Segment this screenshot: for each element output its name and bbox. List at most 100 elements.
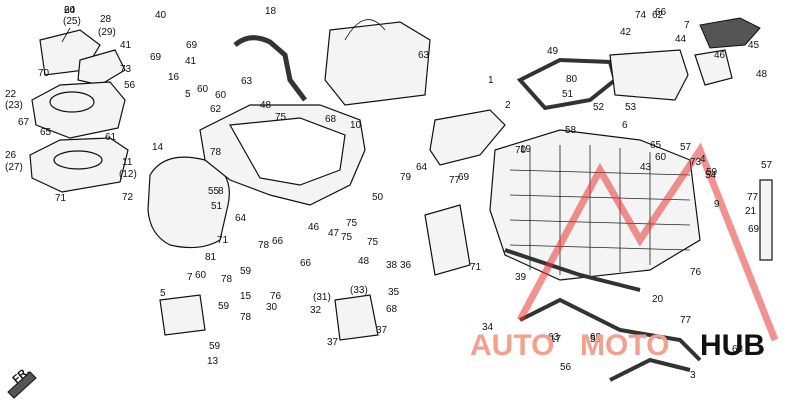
callout-number: 61: [105, 132, 117, 143]
callout-number: 65: [40, 127, 52, 138]
callout-number: 62: [652, 10, 664, 21]
callout-number: 59: [240, 266, 252, 277]
carry-bag: [324, 19, 431, 106]
callout-number: 44: [675, 34, 687, 45]
callout-number: 75: [346, 218, 358, 229]
callout-number: 50: [372, 192, 384, 203]
callout-number: 28: [100, 14, 112, 25]
callout-number: 13: [207, 356, 219, 367]
callout-number: 63: [590, 332, 602, 343]
grille-panel: [429, 109, 506, 166]
callout-number: 78: [258, 240, 270, 251]
callout-number: 74: [635, 10, 647, 21]
callout-number: 2: [505, 100, 511, 111]
callout-number: 46: [714, 50, 726, 61]
bracket-15: [159, 294, 206, 336]
callout-number: 69: [748, 224, 760, 235]
callout-number: 71: [470, 262, 482, 273]
callout-number: 60: [197, 84, 209, 95]
callout-number: 16: [168, 72, 180, 83]
callout-number: 60: [64, 5, 76, 16]
callout-number: 62: [210, 104, 222, 115]
callout-number: 63: [418, 50, 430, 61]
callout-number: 37: [327, 337, 339, 348]
callout-number: 18: [265, 6, 277, 17]
main-housing: [199, 104, 366, 206]
callout-number: (12): [119, 169, 137, 180]
logo-text-hub: HUB: [700, 329, 765, 362]
callout-number: 5: [185, 89, 191, 100]
callout-number: 24: [64, 5, 76, 16]
callout-number: 66: [655, 7, 667, 18]
callout-number: 40: [155, 10, 167, 21]
callout-number: 63: [548, 332, 560, 343]
callout-number: 51: [562, 89, 574, 100]
side-strip: [759, 179, 773, 261]
callout-number: 77: [747, 192, 759, 203]
callout-number: 48: [260, 100, 272, 111]
callout-number: 73: [120, 64, 132, 75]
callout-number: 37: [376, 325, 388, 336]
callout-number: 34: [482, 322, 494, 333]
callout-number: 63: [732, 344, 744, 355]
callout-number: 4: [700, 154, 706, 165]
lower-panel-79: [424, 204, 471, 276]
callout-number: 51: [211, 201, 223, 212]
hinge-mechanism: [694, 17, 761, 86]
callout-number: 70: [515, 145, 527, 156]
callout-number: 47: [328, 228, 340, 239]
callout-number: 77: [449, 175, 461, 186]
callout-number: 66: [272, 236, 284, 247]
callout-number: 9: [714, 199, 720, 210]
callout-number: 10: [350, 120, 362, 131]
callout-number: 56: [124, 80, 136, 91]
callout-number: 38: [386, 260, 398, 271]
callout-number: 68: [325, 114, 337, 125]
callout-number: 6: [622, 120, 628, 131]
callout-number: 68: [386, 304, 398, 315]
callout-number: 81: [205, 252, 217, 263]
callout-number: 42: [620, 27, 632, 38]
callout-number: 59: [706, 167, 718, 178]
callout-number: 69: [458, 172, 470, 183]
callout-number: 57: [761, 160, 773, 171]
callout-number: 66: [300, 258, 312, 269]
callout-number: 46: [308, 222, 320, 233]
callout-number: 60: [215, 90, 227, 101]
callout-number: 78: [240, 312, 252, 323]
callout-number: (23): [5, 100, 23, 111]
callout-number: 60: [195, 270, 207, 281]
callout-number: 64: [416, 162, 428, 173]
callout-number: 77: [680, 315, 692, 326]
callout-number: 75: [367, 237, 379, 248]
callout-number: 76: [270, 291, 282, 302]
lower-panel-34: [334, 294, 379, 341]
callout-number: 17: [550, 334, 562, 345]
callout-number: 55: [590, 334, 602, 345]
logo-text-moto: MOTO: [580, 329, 669, 362]
callout-number: 78: [210, 147, 222, 158]
callout-number: 64: [235, 213, 247, 224]
tray-lower: [29, 137, 129, 193]
callout-number: 72: [122, 192, 134, 203]
callout-number: 71: [55, 193, 67, 204]
callout-number: (25): [63, 16, 81, 27]
callout-number: 71: [217, 235, 229, 246]
callout-number: 35: [388, 287, 400, 298]
top-left-cover: [39, 27, 126, 86]
callout-number: 1: [488, 75, 494, 86]
callout-number: 55: [208, 186, 220, 197]
callout-number: 48: [756, 69, 768, 80]
logo-text-auto: AUTO: [470, 329, 554, 362]
callout-number: (27): [5, 162, 23, 173]
callout-number: 53: [625, 102, 637, 113]
callout-number: 63: [241, 76, 253, 87]
callout-number: 14: [152, 142, 164, 153]
callout-number: 41: [185, 56, 197, 67]
callout-number: 79: [400, 172, 412, 183]
callout-number: 54: [705, 170, 717, 181]
bracket-42: [609, 49, 689, 101]
callout-number: 65: [650, 140, 662, 151]
